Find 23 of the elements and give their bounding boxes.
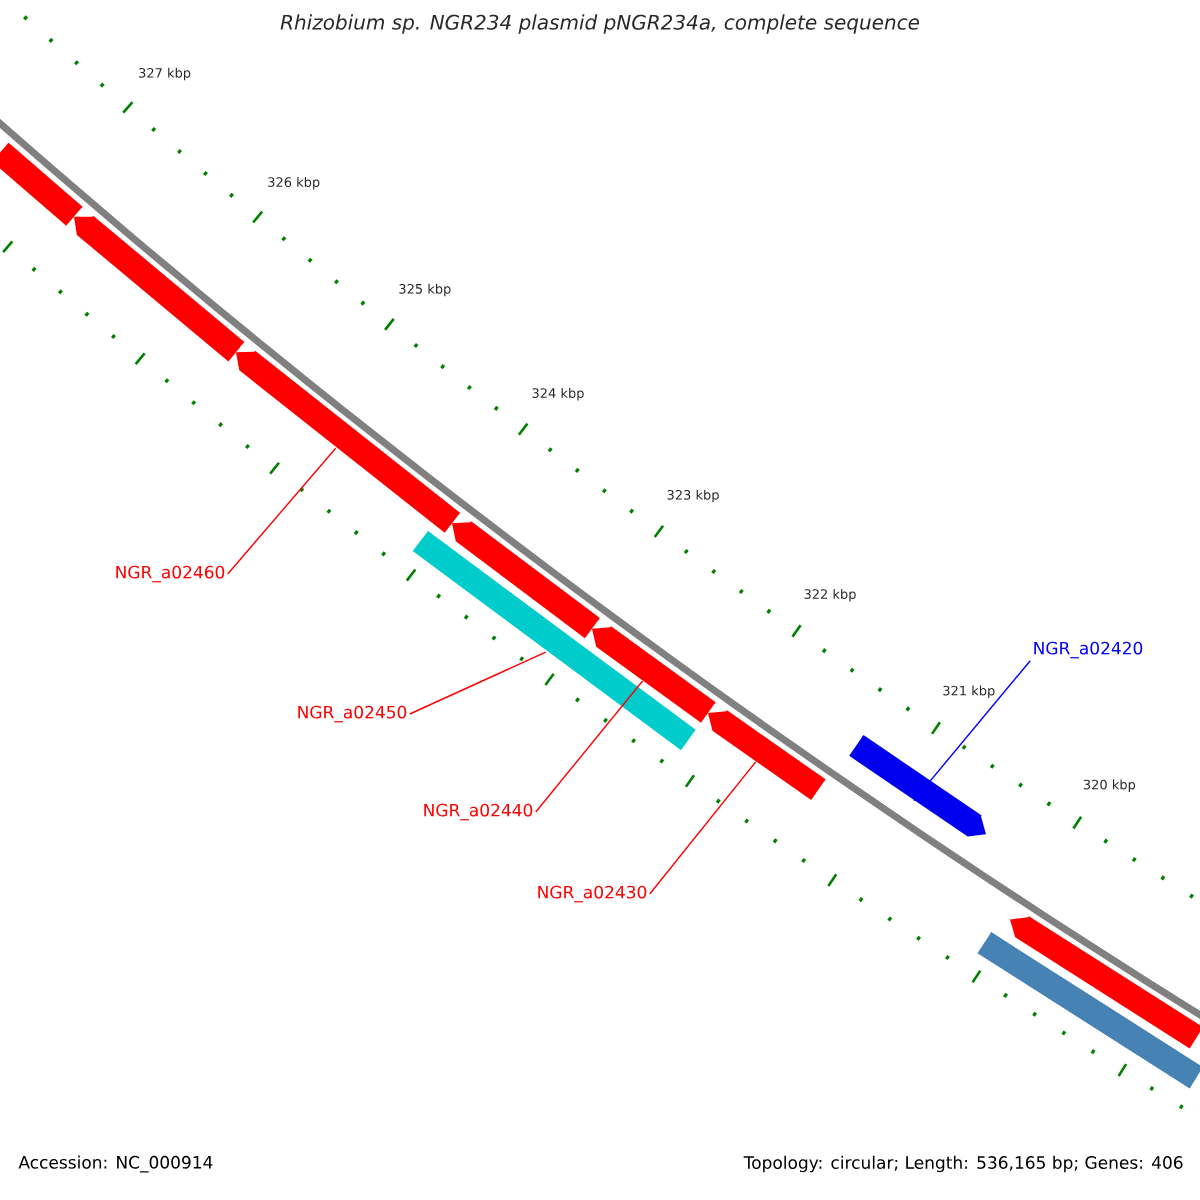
gene-block — [0, 142, 83, 226]
gene-label: NGR_a02420 — [1034, 641, 1143, 659]
gene-block — [236, 350, 461, 533]
footer-text: Accession: NC_000914 — [18, 1155, 213, 1173]
gene-label: NGR_a02460 — [116, 565, 225, 583]
title: Rhizobium sp. NGR234 plasmid pNGR234a, complete sequence — [280, 14, 920, 34]
leader-line — [227, 447, 337, 575]
gene-block — [708, 710, 826, 801]
footer-text: Topology: circular; Length: 536,165 bp; Genes: 406 — [743, 1155, 1183, 1173]
gene-block — [412, 531, 696, 751]
gene-label: NGR_a02450 — [298, 705, 407, 723]
leader-line — [535, 680, 644, 813]
leader-line — [649, 761, 757, 895]
gene-block — [977, 932, 1200, 1089]
gene-block — [74, 215, 245, 362]
leader-line — [409, 651, 547, 715]
leader-line — [913, 660, 1031, 802]
gene-block — [1010, 916, 1200, 1049]
gene-label: NGR_a02440 — [424, 803, 533, 821]
gene-block — [849, 735, 986, 837]
gene-label: NGR_a02430 — [538, 885, 647, 903]
gene-block — [592, 626, 716, 723]
gene-block — [452, 521, 600, 639]
